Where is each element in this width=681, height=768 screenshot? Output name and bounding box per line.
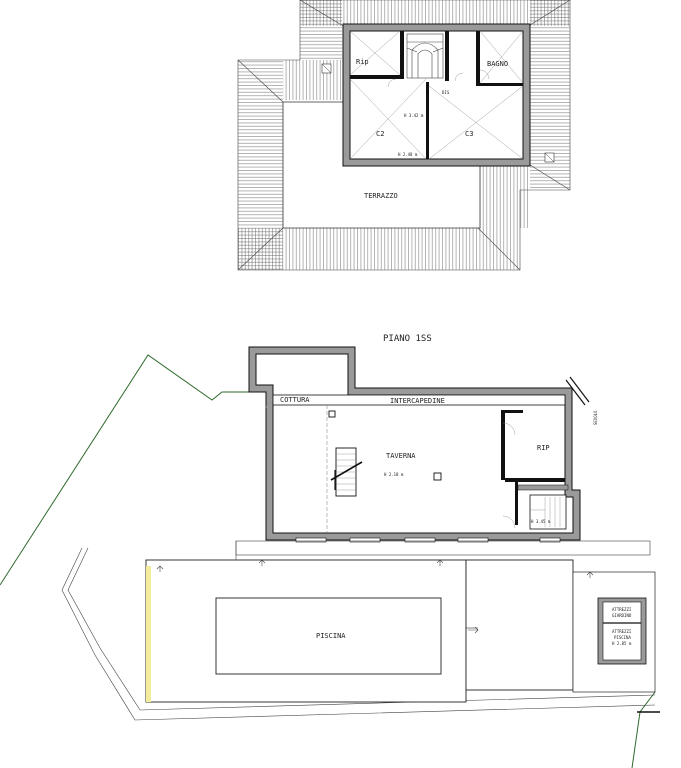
storage-label-garden-1: ATTREZZI: [612, 607, 632, 612]
terrain-outline: [61, 547, 656, 721]
height-label-lower: H 2.48 m: [398, 152, 418, 157]
room-label-rip-upper: Rip: [356, 58, 369, 66]
room-label-c2: C2: [376, 130, 384, 138]
upper-staircase: [406, 33, 444, 79]
room-label-c3: C3: [465, 130, 473, 138]
entry-arrow-marks: [156, 559, 594, 634]
external-stair-marks: [565, 376, 590, 406]
room-label-terrazzo: TERRAZZO: [364, 192, 398, 200]
room-label-taverna: TAVERNA: [386, 452, 416, 460]
lower-interior-walls: [501, 410, 569, 525]
portico-band: [235, 540, 651, 556]
taverna-staircase: [330, 447, 363, 497]
lower-door-swings: [265, 401, 516, 529]
roof-hip-lines: [237, 0, 571, 271]
pillar-corner: [328, 410, 336, 418]
lower-floor-plan: PIANO 1SS PISCINA ATTREZZI GIARDINO ATTR…: [0, 334, 660, 768]
upper-floor-plan: TERRAZZO: [237, 0, 571, 271]
height-label-stair: H 3.45 m: [531, 519, 551, 524]
window-openings: [295, 537, 561, 543]
room-label-bagno: BAGNO: [487, 60, 508, 68]
right-yard: [465, 559, 574, 691]
lower-building-walls: [248, 346, 581, 541]
pool-edge-highlight: [146, 566, 151, 702]
upper-interior-walls: [350, 31, 523, 159]
corner-staircase: [529, 494, 567, 530]
height-label-taverna: H 2.18 m: [384, 472, 404, 477]
storage-label-pool-h: H 2.85 m: [612, 641, 632, 646]
upper-door-swings: [387, 69, 490, 88]
intercapedine-strip: [272, 394, 566, 406]
height-label-center: H 3.42 m: [404, 113, 424, 118]
pillar-taverna: [433, 472, 442, 481]
room-label-cottura: COTTURA: [280, 396, 310, 404]
room-label-rip-lower: RIP: [537, 444, 550, 452]
floor-title: PIANO 1SS: [383, 334, 432, 344]
label-sexolo: SEXOLO: [593, 410, 598, 425]
site-boundary-line: [0, 354, 266, 586]
room-label-dis: DIS: [442, 90, 450, 95]
room-cross-lines: [349, 30, 524, 160]
site-boundary-line-right: [631, 691, 656, 768]
swimming-pool: [215, 597, 442, 675]
storage-label-pool-1: ATTREZZI: [612, 629, 632, 634]
roof-hatching: [238, 0, 570, 270]
storage-label-pool-2: PISCINA: [614, 635, 631, 640]
room-label-intercapedine: INTERCAPEDINE: [390, 397, 445, 405]
storage-label-garden-2: GIARDINO: [612, 613, 632, 618]
room-label-piscina: PISCINA: [316, 632, 346, 640]
